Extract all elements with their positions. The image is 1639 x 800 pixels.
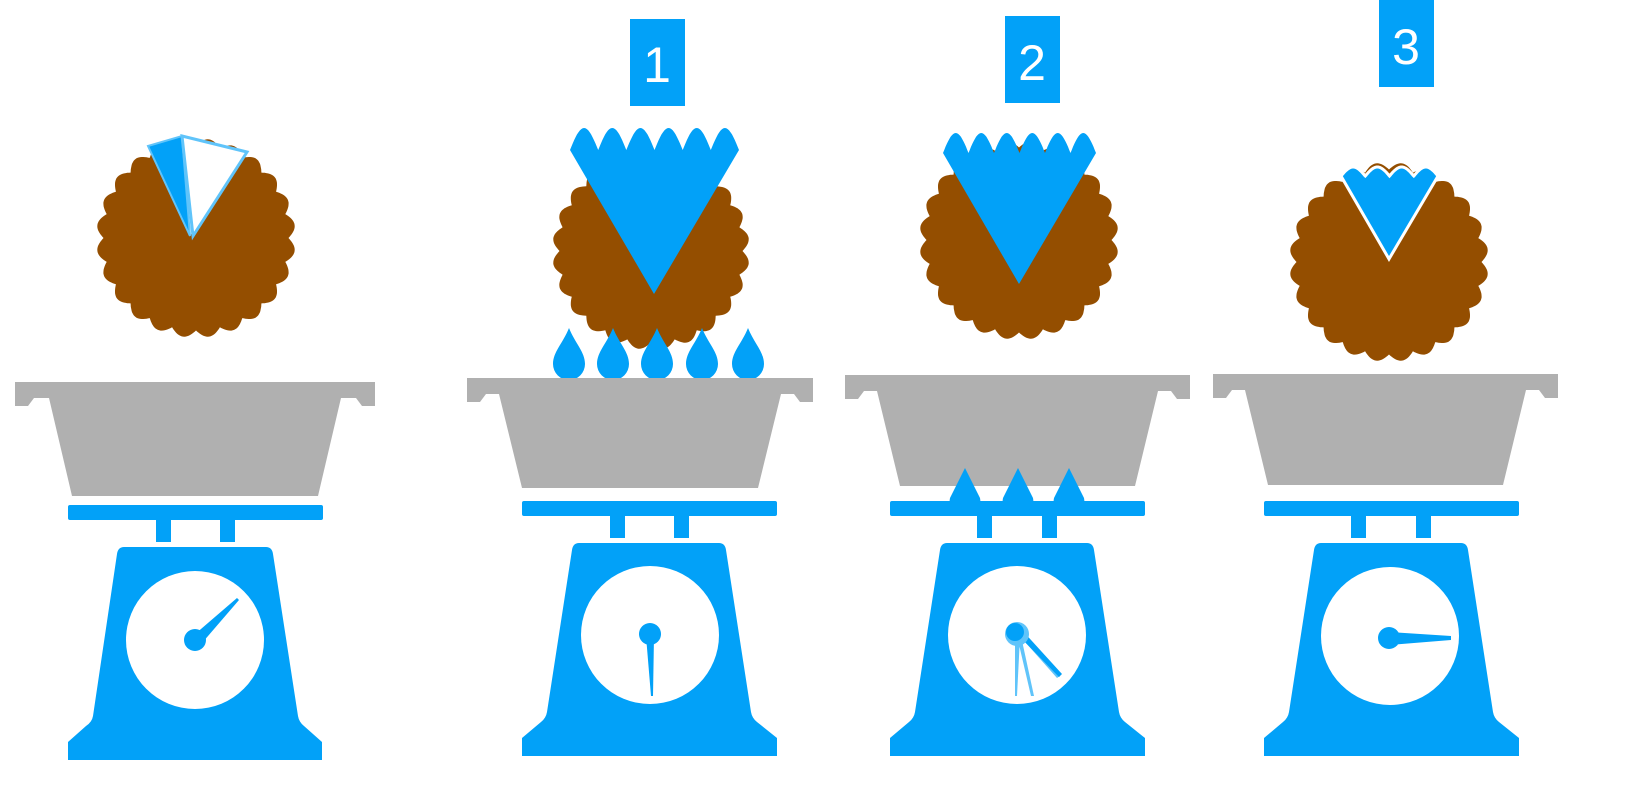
step-badge: 2 [1005, 16, 1060, 103]
bowl-icon [1213, 374, 1558, 485]
scene-2: 1 [467, 19, 813, 756]
water-drops [553, 328, 764, 380]
water-drop-icon [732, 328, 764, 380]
step-badge: 1 [630, 19, 685, 106]
step-badge: 3 [1379, 0, 1434, 87]
bowl-icon [467, 378, 813, 488]
scene-1 [15, 136, 375, 760]
kitchen-scale-icon [1264, 501, 1519, 756]
scene-3: 2 [845, 16, 1190, 756]
scene-4: 3 [1213, 0, 1558, 756]
kitchen-scale-icon [522, 501, 777, 756]
kitchen-scale-icon [890, 501, 1145, 756]
cookie-icon [920, 133, 1117, 339]
cookie-icon [97, 136, 294, 337]
kitchen-scale-icon [68, 505, 323, 760]
step-number: 1 [643, 37, 671, 93]
cookie-icon [1290, 163, 1487, 360]
bowl-icon [15, 382, 375, 496]
water-drop-icon [553, 328, 585, 380]
step-number: 2 [1018, 35, 1046, 91]
step-number: 3 [1392, 19, 1420, 75]
cookie-icon [553, 128, 748, 349]
